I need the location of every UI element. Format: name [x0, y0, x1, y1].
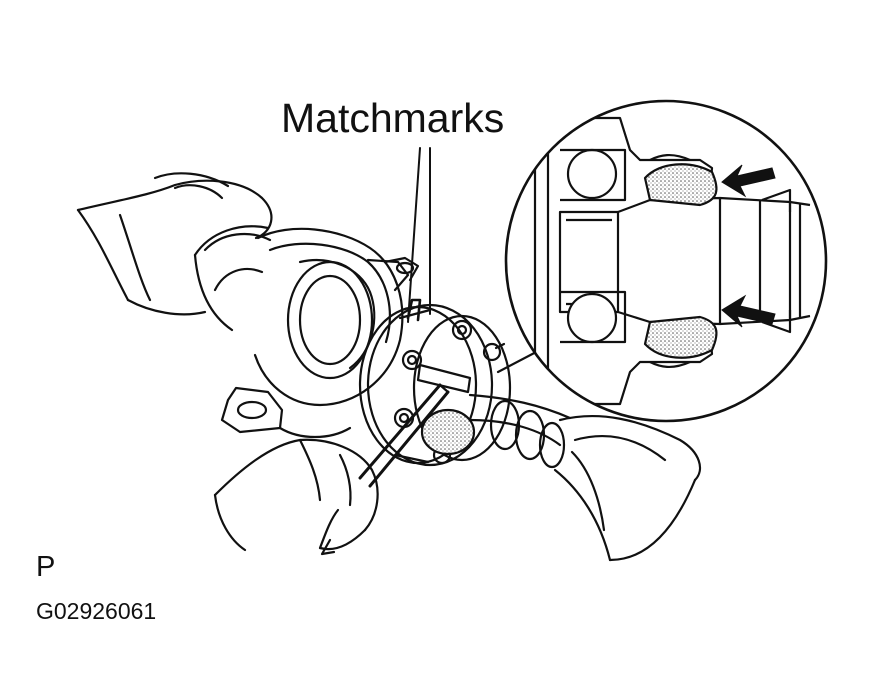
left-shaft-drawing: [193, 225, 272, 332]
indicator-arrow-upper: [721, 164, 776, 198]
right-shaft-drawing: [420, 393, 702, 562]
matchmark-leaders: [407, 147, 431, 323]
center-bearing-drawing: [220, 227, 420, 438]
view-letter: P: [36, 551, 56, 583]
matchmarks-label: Matchmarks: [281, 95, 505, 141]
left-hand-drawing: [76, 172, 273, 316]
inset-detail: [504, 99, 828, 423]
right-hand-drawing: [213, 438, 379, 556]
figure-code: G02926061: [36, 598, 157, 624]
indicator-arrow-lower: [721, 294, 776, 328]
tool-drawing: [358, 363, 472, 488]
